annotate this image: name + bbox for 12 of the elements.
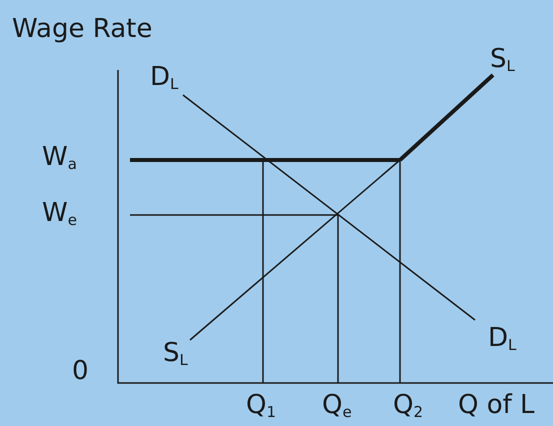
axis-title: Q of L bbox=[458, 392, 535, 418]
axis-title: Wage Rate bbox=[12, 16, 152, 42]
curve-label: S$_{L}$ bbox=[163, 340, 188, 368]
axis-tick-label: W$_{a}$ bbox=[42, 144, 77, 172]
axis-tick-label: W$_{e}$ bbox=[42, 200, 77, 228]
curve-label: D$_{L}$ bbox=[488, 325, 516, 353]
axis-tick-label: Q$_{2}$ bbox=[393, 392, 424, 420]
curve-label: S$_{L}$ bbox=[490, 46, 515, 74]
curve-label: D$_{L}$ bbox=[150, 64, 178, 92]
axis-tick-label: Q$_{1}$ bbox=[246, 392, 276, 420]
axis-tick-label: 0 bbox=[72, 358, 89, 384]
axis-tick-label: Q$_{e}$ bbox=[322, 392, 352, 420]
